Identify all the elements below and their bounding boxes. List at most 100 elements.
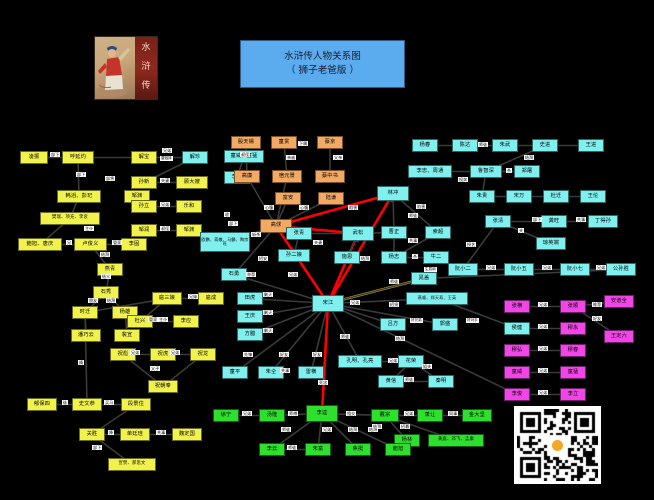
character-node[interactable]: 琼英端 bbox=[536, 237, 566, 250]
character-node[interactable]: 鲁智深 bbox=[470, 165, 502, 178]
character-node[interactable]: 祝龙 bbox=[190, 348, 216, 361]
character-node[interactable]: 孙立 bbox=[131, 200, 157, 213]
character-node[interactable]: 童威 bbox=[504, 366, 530, 379]
character-node[interactable]: 童猛 bbox=[560, 366, 586, 379]
character-node[interactable]: 李云 bbox=[259, 443, 285, 456]
character-node[interactable]: 李固 bbox=[121, 238, 147, 251]
character-node[interactable]: 史文恭 bbox=[72, 398, 102, 411]
character-node[interactable]: 凌振 bbox=[20, 151, 48, 164]
character-node[interactable]: 李俊 bbox=[504, 388, 530, 401]
character-node[interactable]: 朱武 bbox=[492, 139, 518, 152]
character-node[interactable]: 鲍旭、唐庆 bbox=[18, 238, 62, 251]
character-node[interactable]: 杨春 bbox=[412, 139, 438, 152]
character-node[interactable]: 魏定国 bbox=[172, 428, 202, 441]
character-node[interactable]: 公孙胜 bbox=[606, 263, 636, 276]
character-node[interactable]: 焦挺 bbox=[345, 443, 371, 456]
character-node[interactable]: 富安 bbox=[275, 192, 301, 205]
character-node[interactable]: 安道全 bbox=[604, 295, 634, 308]
character-node[interactable]: 穆永 bbox=[560, 322, 586, 335]
character-node[interactable]: 雷横 bbox=[298, 366, 324, 379]
character-node[interactable]: 林冲 bbox=[377, 186, 409, 201]
character-node[interactable]: 金大坚 bbox=[462, 409, 492, 422]
character-node[interactable]: 阮小五 bbox=[504, 263, 534, 276]
character-node[interactable]: 汤隆 bbox=[259, 409, 285, 422]
character-node[interactable]: 秦明 bbox=[428, 375, 454, 388]
character-node[interactable]: 杨志 bbox=[381, 251, 407, 264]
character-node[interactable]: 解宝 bbox=[131, 151, 157, 164]
character-node[interactable]: 朱富 bbox=[305, 443, 331, 456]
character-node[interactable]: 邹渊 bbox=[176, 224, 202, 237]
character-node[interactable]: 王定六 bbox=[604, 330, 634, 343]
character-node[interactable]: 扈成 bbox=[198, 292, 224, 305]
character-node[interactable]: 李逵 bbox=[306, 405, 338, 422]
character-node[interactable]: 祝朝奉 bbox=[148, 380, 178, 393]
character-node[interactable]: 牛二 bbox=[423, 251, 449, 264]
character-node[interactable]: 单廷珪 bbox=[120, 428, 150, 441]
character-node[interactable]: 孙二娘 bbox=[278, 249, 310, 262]
character-node[interactable]: 戴宗 bbox=[371, 409, 399, 422]
character-node[interactable]: 史进 bbox=[532, 139, 558, 152]
character-node[interactable]: 王伦 bbox=[580, 190, 606, 203]
character-node[interactable]: 武松 bbox=[342, 226, 374, 241]
character-node[interactable]: 郭盛 bbox=[432, 318, 458, 331]
character-node[interactable]: 侯健 bbox=[504, 322, 530, 335]
character-node[interactable]: 曹正 bbox=[381, 226, 407, 239]
character-node[interactable]: 郑屠 bbox=[514, 165, 540, 178]
character-node[interactable]: 童平 bbox=[222, 366, 248, 379]
character-node[interactable]: 鲍旭 bbox=[385, 443, 411, 456]
character-node[interactable]: 王庆 bbox=[237, 310, 263, 323]
character-node[interactable]: 朱贵 bbox=[469, 190, 495, 203]
character-node[interactable]: 李立 bbox=[560, 388, 586, 401]
character-node[interactable]: 吕方 bbox=[380, 318, 406, 331]
character-node[interactable]: 宋江 bbox=[312, 295, 344, 312]
character-node[interactable]: 穆春 bbox=[560, 344, 586, 357]
character-node[interactable]: 石勇 bbox=[221, 268, 247, 281]
character-node[interactable]: 时迁 bbox=[72, 306, 98, 319]
character-node[interactable]: 陈达 bbox=[452, 139, 478, 152]
character-node[interactable]: 高俅 bbox=[260, 219, 292, 233]
character-node[interactable]: 关胜 bbox=[79, 428, 105, 441]
character-node[interactable]: 张顺 bbox=[560, 300, 586, 313]
character-node[interactable]: 扈三娘 bbox=[152, 292, 182, 305]
character-node[interactable]: 花荣 bbox=[398, 355, 424, 368]
character-node[interactable]: 黄信 bbox=[378, 375, 404, 388]
character-node[interactable]: 穆弘 bbox=[504, 344, 530, 357]
character-node[interactable]: 欧鹏、蒋敬、马麟、陶宗旺 bbox=[200, 232, 250, 252]
character-node[interactable]: 阮小七 bbox=[560, 263, 590, 276]
character-node[interactable]: 宣赞、郝思文 bbox=[108, 458, 156, 471]
character-node[interactable]: 呼延灼 bbox=[62, 151, 94, 164]
character-node[interactable]: 施恩 bbox=[334, 251, 360, 264]
character-node[interactable]: 高廉 bbox=[234, 170, 260, 183]
character-node[interactable]: 石秀 bbox=[93, 286, 119, 299]
character-node[interactable]: 龚旺 bbox=[541, 215, 567, 228]
character-node[interactable]: 樊瑞、项充、李衮 bbox=[40, 212, 100, 225]
character-node[interactable]: 蔡京 bbox=[317, 136, 343, 149]
character-node[interactable]: 徐宁 bbox=[213, 409, 239, 422]
character-node[interactable]: 孙新 bbox=[131, 176, 157, 189]
character-node[interactable]: 萧让 bbox=[417, 409, 443, 422]
character-node[interactable]: 顾大嫂 bbox=[176, 176, 208, 189]
character-node[interactable]: 杜兴 bbox=[127, 315, 153, 328]
character-node[interactable]: 张青 bbox=[286, 227, 312, 240]
character-node[interactable]: 燕顺、郑天寿、王英 bbox=[406, 292, 468, 305]
character-node[interactable]: 郁保四 bbox=[27, 398, 57, 411]
character-node[interactable]: 殷天锡 bbox=[231, 136, 261, 149]
character-node[interactable]: 孔明、孔亮 bbox=[338, 355, 382, 368]
qr-code[interactable] bbox=[514, 406, 601, 484]
character-node[interactable]: 王进 bbox=[578, 139, 604, 152]
character-node[interactable]: 李忠、周通 bbox=[408, 165, 452, 178]
character-node[interactable]: 索超 bbox=[425, 226, 451, 239]
character-node[interactable]: 宿元景 bbox=[272, 170, 302, 183]
character-node[interactable]: 卢俊义 bbox=[74, 238, 107, 251]
character-node[interactable]: 潘巧云 bbox=[71, 329, 101, 342]
character-node[interactable]: 陆谦 bbox=[318, 192, 344, 205]
character-node[interactable]: 宋万 bbox=[506, 190, 532, 203]
character-node[interactable]: 张清 bbox=[485, 215, 511, 228]
character-node[interactable]: 丁得孙 bbox=[588, 215, 618, 228]
character-node[interactable]: 解珍 bbox=[182, 151, 208, 164]
character-node[interactable]: 黄庭、邓飞、孟康 bbox=[428, 434, 484, 447]
character-node[interactable]: 晁盖 bbox=[411, 272, 437, 285]
character-node[interactable]: 张横 bbox=[504, 300, 530, 313]
character-node[interactable]: 蔡中书 bbox=[315, 170, 345, 183]
character-node[interactable]: 乐和 bbox=[176, 200, 202, 213]
